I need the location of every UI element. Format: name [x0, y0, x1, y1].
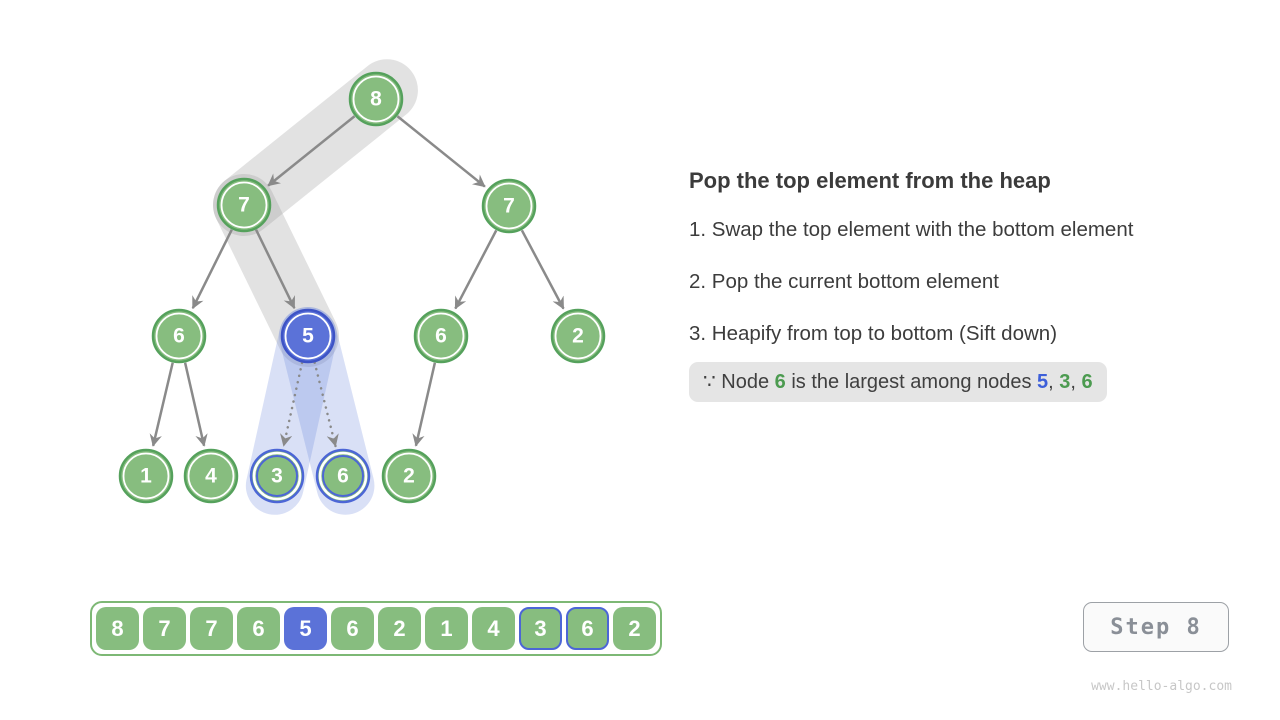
tree-node-4: 4: [183, 448, 239, 504]
array-cell: 4: [472, 607, 515, 650]
node-value: 6: [435, 325, 447, 348]
array-cell: 6: [566, 607, 609, 650]
array-cell: 1: [425, 607, 468, 650]
tree-edge-arrow: [149, 362, 174, 447]
note-text: is the largest among nodes: [785, 371, 1038, 393]
tree-edge-arrow: [520, 229, 565, 310]
node-value: 6: [337, 465, 349, 488]
node-value: 8: [370, 88, 382, 111]
tree-edge-arrow: [412, 362, 437, 447]
node-value: 5: [302, 325, 314, 348]
note-text: ∵ Node: [703, 371, 775, 393]
tree-node-8: 8: [348, 71, 404, 127]
compare-arrow-dotted: [280, 361, 304, 447]
watermark: www.hello-algo.com: [1091, 679, 1232, 694]
note-node-ref: 5: [1037, 371, 1049, 393]
tree-edge-arrow: [396, 115, 486, 188]
note-text: ,: [1048, 371, 1060, 393]
tree-edge-arrow: [183, 362, 208, 447]
array-cell: 6: [237, 607, 280, 650]
node-value: 2: [403, 465, 415, 488]
tree-edge-arrow: [454, 229, 498, 310]
tree-node-6: 6: [315, 448, 371, 504]
tree-node-6: 6: [413, 308, 469, 364]
tree-node-1: 1: [118, 448, 174, 504]
array-cell: 8: [96, 607, 139, 650]
tree-edge-arrow: [254, 229, 296, 310]
step-badge: Step 8: [1083, 602, 1229, 652]
array-cell: 7: [143, 607, 186, 650]
array-cell: 3: [519, 607, 562, 650]
reason-note: ∵ Node 6 is the largest among nodes 5, 3…: [689, 362, 1107, 402]
note-text: ,: [1070, 371, 1082, 393]
instruction-step-3: 3. Heapify from top to bottom (Sift down…: [689, 322, 1058, 345]
node-value: 3: [271, 465, 283, 488]
node-value: 7: [503, 195, 515, 218]
node-value: 2: [572, 325, 584, 348]
tree-node-7: 7: [216, 177, 272, 233]
tree-node-2: 2: [381, 448, 437, 504]
note-node-ref: 3: [1059, 371, 1071, 393]
note-node-ref: 6: [774, 371, 786, 393]
array-cell: 2: [613, 607, 656, 650]
panel-title: Pop the top element from the heap: [689, 168, 1051, 193]
note-node-ref: 6: [1081, 371, 1093, 393]
array-cell: 7: [190, 607, 233, 650]
instruction-step-2: 2. Pop the current bottom element: [689, 270, 999, 293]
compare-arrow-dotted: [313, 361, 339, 448]
node-value: 6: [173, 325, 185, 348]
array-cell: 5: [284, 607, 327, 650]
instruction-step-1: 1. Swap the top element with the bottom …: [689, 218, 1134, 241]
array-cell: 2: [378, 607, 421, 650]
array-cell: 6: [331, 607, 374, 650]
tree-edge-arrow: [267, 115, 356, 187]
node-value: 1: [140, 465, 152, 488]
tree-node-6: 6: [151, 308, 207, 364]
tree-edge-arrow: [191, 229, 233, 310]
tree-node-5: 5: [280, 308, 336, 364]
tree-node-7: 7: [481, 178, 537, 234]
heap-tree-diagram: 8 7 7 6 5 6 2 1 4 3 6 2: [118, 59, 606, 515]
tree-node-3: 3: [249, 448, 305, 504]
node-value: 4: [205, 465, 217, 488]
tree-node-2: 2: [550, 308, 606, 364]
node-value: 7: [238, 194, 250, 217]
